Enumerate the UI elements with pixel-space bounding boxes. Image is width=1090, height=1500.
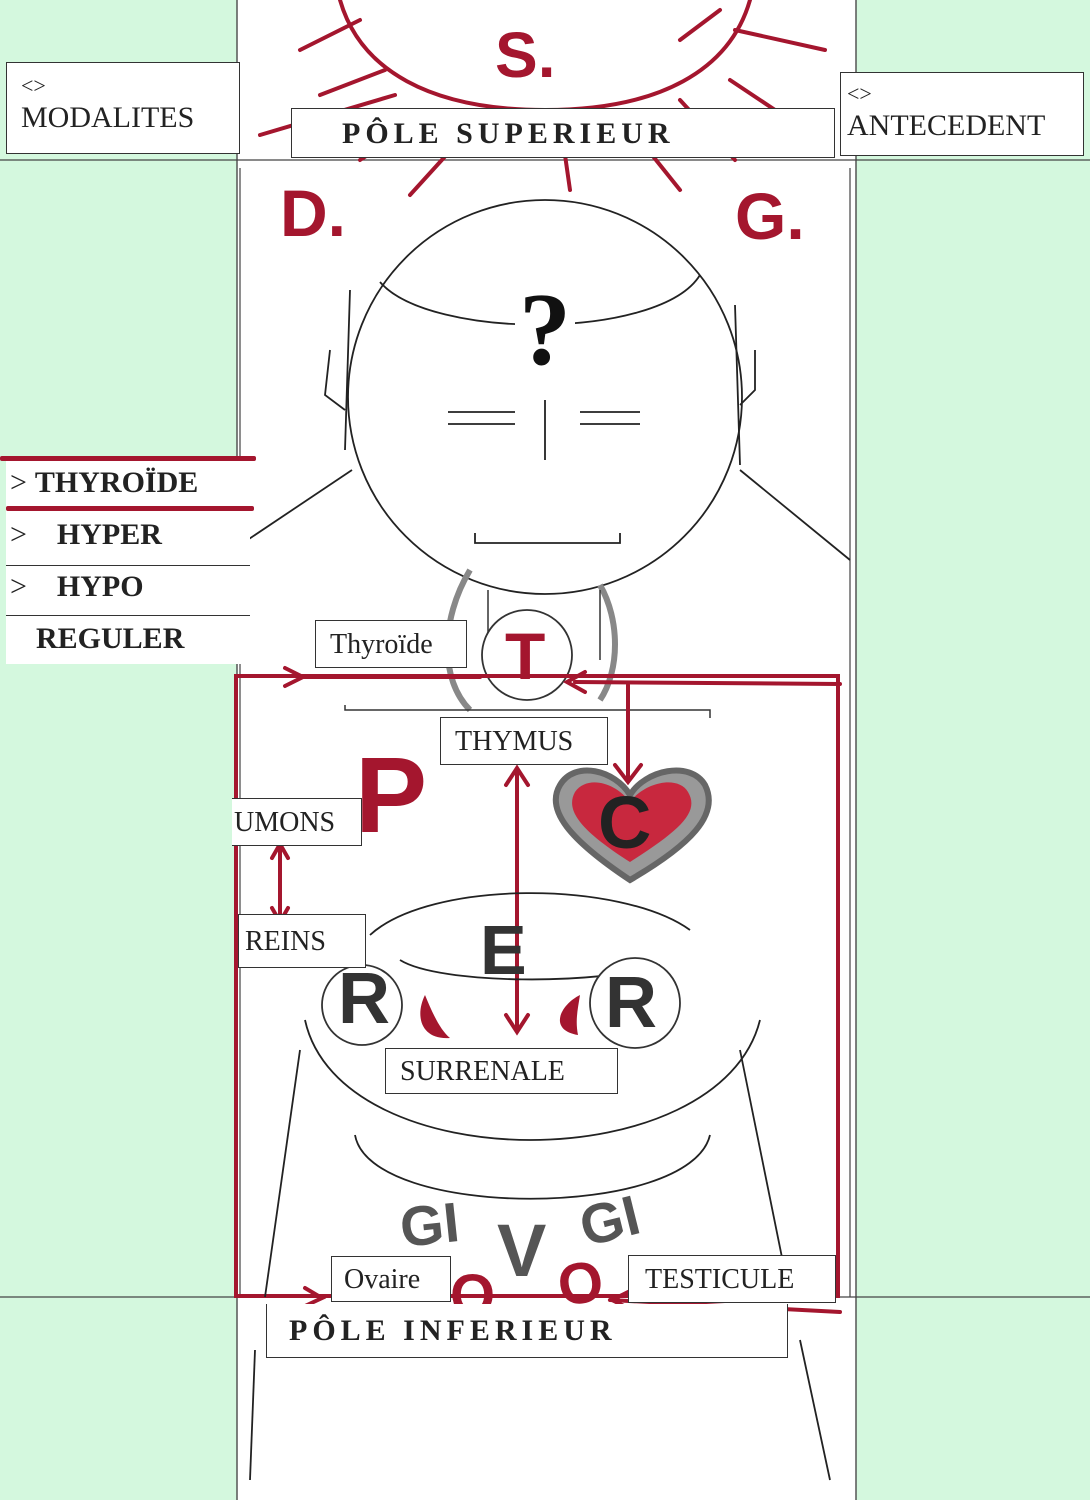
gi-left-letters: GI bbox=[396, 1190, 463, 1259]
poumons-letter: P bbox=[355, 734, 428, 855]
antecedent-box: <> ANTECEDENT bbox=[840, 72, 1084, 156]
sun-letter: S. bbox=[495, 19, 556, 91]
heart-inner bbox=[572, 782, 692, 862]
pole-inferieur-label: PÔLE INFERIEUR bbox=[266, 1304, 788, 1358]
poumons-label: UMONS bbox=[232, 798, 362, 846]
thyroid-menu-red-top bbox=[0, 456, 256, 461]
kidney-right-circle bbox=[589, 957, 681, 1049]
antecedent-label: ANTECEDENT bbox=[847, 109, 1046, 142]
pole-superieur-label: PÔLE SUPERIEUR bbox=[291, 108, 835, 158]
question-mark: ? bbox=[515, 275, 575, 393]
sun-ray bbox=[678, 8, 722, 42]
head-circle bbox=[347, 199, 743, 595]
chest-line bbox=[344, 705, 711, 718]
adrenal-right bbox=[559, 995, 580, 1035]
item-label: HYPER bbox=[56, 518, 162, 551]
thyroid-letter: T bbox=[505, 619, 546, 693]
v-letter: V bbox=[497, 1209, 547, 1292]
left-ear bbox=[324, 289, 351, 451]
item-label: HYPO bbox=[56, 570, 144, 603]
modalites-label: MODALITES bbox=[21, 101, 195, 134]
stomach-letter: E bbox=[480, 911, 527, 989]
ovaire-label: Ovaire bbox=[331, 1256, 451, 1302]
kidney-left-letter: R bbox=[338, 959, 390, 1039]
thymus-label: THYMUS bbox=[440, 717, 608, 765]
sun-ray bbox=[298, 18, 362, 52]
kidney-right-letter: R bbox=[605, 963, 657, 1043]
sun-ray bbox=[318, 68, 387, 97]
heart-letter: C bbox=[598, 781, 652, 864]
left-shoulder bbox=[239, 469, 353, 546]
reins-label: REINS bbox=[238, 914, 366, 968]
item-prefix: > bbox=[10, 518, 27, 551]
surrenale-label: SURRENALE bbox=[385, 1048, 618, 1094]
item-prefix: > bbox=[10, 570, 27, 603]
modalites-symbol: <> bbox=[21, 73, 46, 98]
modalites-box: <> MODALITES bbox=[6, 62, 240, 154]
menu-divider-1 bbox=[6, 565, 250, 566]
sun-ray bbox=[733, 28, 827, 52]
antecedent-symbol: <> bbox=[847, 81, 872, 106]
hypo-menu-item[interactable]: > HYPO bbox=[10, 570, 144, 604]
item-label: THYROÏDE bbox=[34, 466, 199, 499]
thyroide-label: Thyroïde bbox=[315, 620, 467, 668]
left-g-marker: G. bbox=[735, 179, 805, 253]
item-prefix: > bbox=[10, 466, 27, 499]
right-d-marker: D. bbox=[280, 176, 346, 250]
testicule-label: TESTICULE bbox=[628, 1255, 836, 1303]
head-drawing bbox=[239, 199, 851, 595]
item-label: REGULER bbox=[36, 622, 185, 655]
thyroid-menu-red-bottom bbox=[6, 506, 254, 511]
red-frame bbox=[234, 674, 840, 1298]
right-ear bbox=[734, 304, 756, 466]
thyroid-menu-item[interactable]: >THYROÏDE bbox=[10, 466, 198, 500]
right-green-panel bbox=[856, 0, 1090, 1500]
thyroid-menu-panel bbox=[6, 458, 250, 664]
menu-divider-2 bbox=[6, 615, 250, 616]
reguler-menu-item[interactable]: REGULER bbox=[36, 622, 184, 656]
left-green-panel bbox=[0, 0, 237, 1500]
adrenal-left bbox=[420, 995, 450, 1039]
hyper-menu-item[interactable]: > HYPER bbox=[10, 518, 162, 552]
right-shoulder bbox=[739, 469, 851, 561]
mouth bbox=[474, 533, 621, 544]
